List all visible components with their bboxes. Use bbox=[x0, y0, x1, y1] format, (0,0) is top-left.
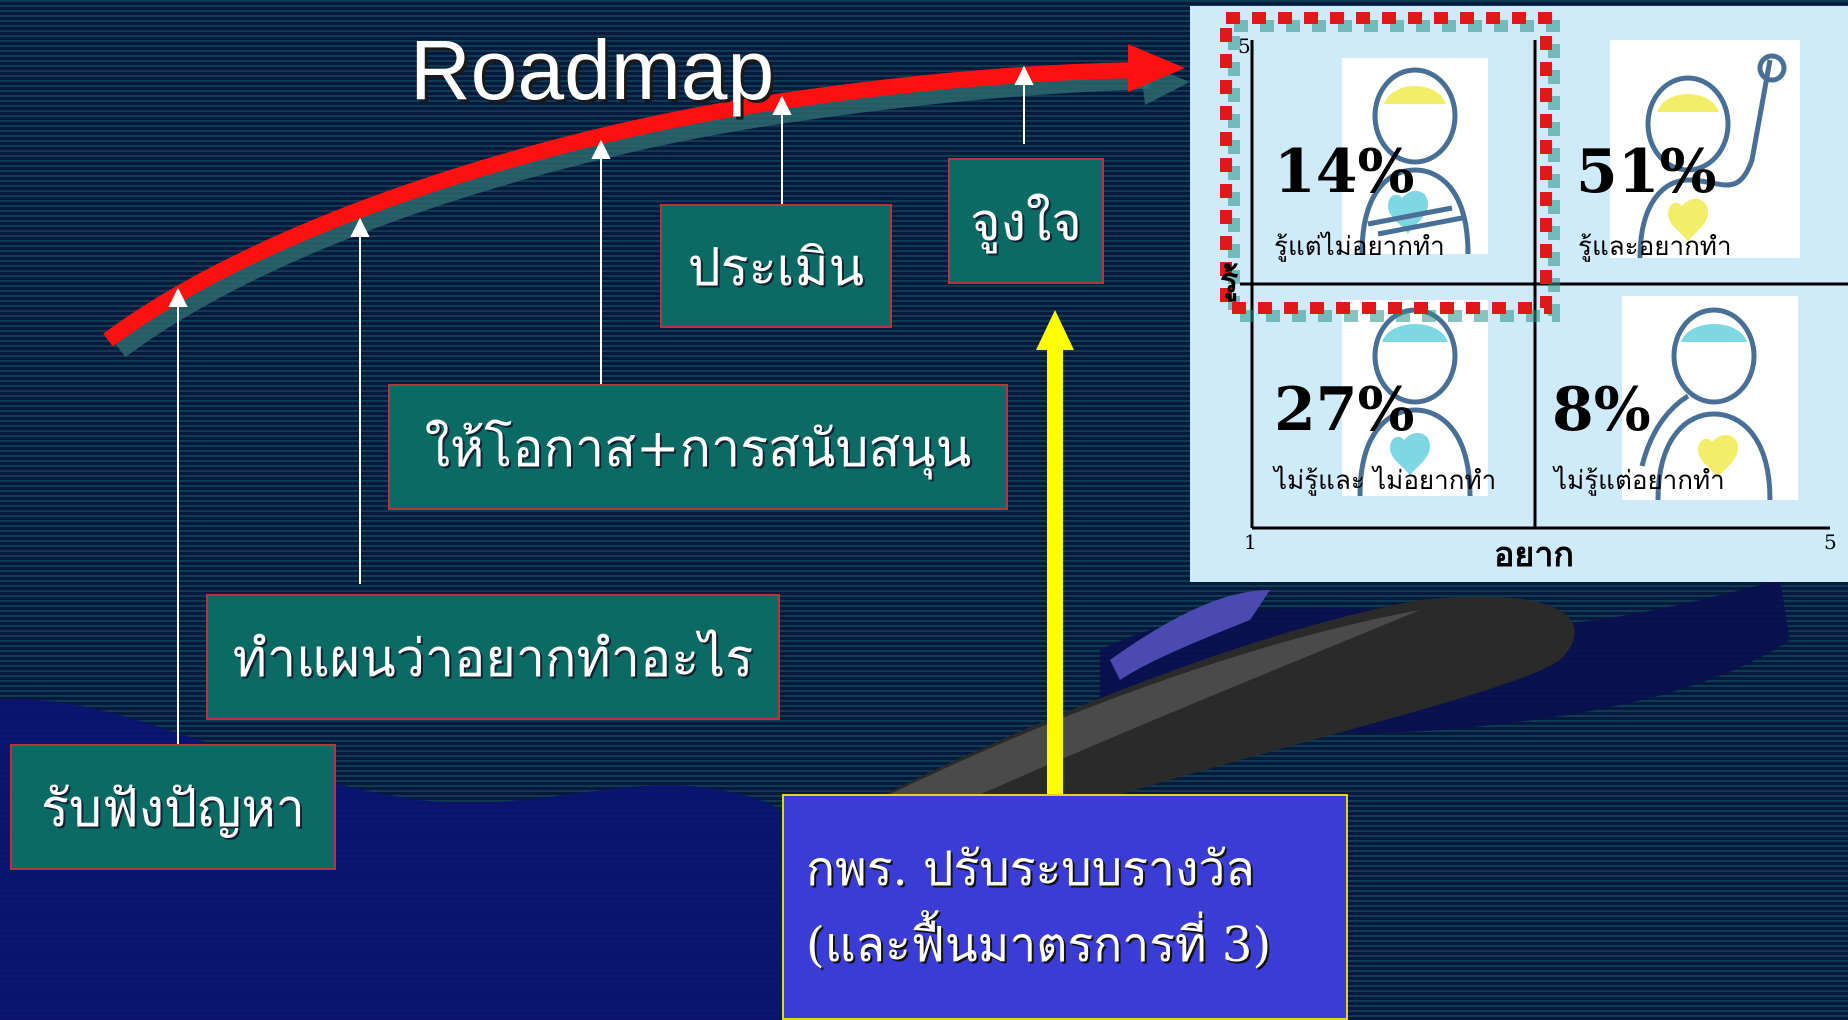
roadmap-arrow-head bbox=[1128, 44, 1185, 92]
quadrant-label-q2: รู้และอยากทำ bbox=[1578, 232, 1732, 262]
quadrant-label-q3: ไม่รู้และ ไม่อยากทำ bbox=[1274, 466, 1497, 496]
roadmap-arrow-shadow bbox=[114, 71, 1151, 358]
x-axis-min: 1 bbox=[1244, 530, 1257, 554]
slide-title: Roadmap bbox=[410, 23, 775, 117]
step-support: ให้โอกาส+การสนับสนุน bbox=[388, 384, 1008, 510]
pen-highlight bbox=[820, 610, 1420, 840]
y-axis-label: รู้ bbox=[1220, 261, 1239, 301]
person-figure-q3 bbox=[1342, 300, 1488, 497]
x-axis-label: อยาก bbox=[1494, 535, 1575, 575]
step-evaluate: ประเมิน bbox=[660, 204, 892, 328]
y-axis-max: 5 bbox=[1238, 34, 1251, 58]
person-figure-q4 bbox=[1622, 296, 1798, 501]
step-label: ประเมิน bbox=[687, 237, 865, 298]
step-label: จูงใจ bbox=[970, 192, 1082, 253]
quadrant-percent-q3: 27% bbox=[1274, 375, 1415, 445]
quadrant-label-q1: รู้แต่ไม่อยากทำ bbox=[1274, 232, 1445, 262]
person-figure-q1 bbox=[1342, 58, 1488, 255]
callout-line-1: กพร. ปรับระบบรางวัล bbox=[806, 841, 1255, 897]
step-plan: ทำแผนว่าอยากทำอะไร bbox=[206, 594, 780, 720]
step-label: ทำแผนว่าอยากทำอะไร bbox=[232, 628, 754, 689]
matrix-axes bbox=[1220, 12, 1848, 530]
yellow-up-arrow-shaft bbox=[1047, 340, 1063, 796]
step-motivate: จูงใจ bbox=[948, 158, 1104, 284]
step-label: ให้โอกาส+การสนับสนุน bbox=[424, 418, 972, 479]
x-axis-max: 5 bbox=[1824, 530, 1837, 554]
person-figure-q2 bbox=[1610, 40, 1800, 259]
quadrant-percent-q2: 51% bbox=[1576, 137, 1717, 207]
reward-callout: กพร. ปรับระบบรางวัล (และฟื้นมาตรการที่ 3… bbox=[782, 794, 1348, 1020]
quadrant-percent-q1: 14% bbox=[1274, 137, 1415, 207]
roadmap-arrow bbox=[103, 62, 1141, 347]
callout-line-2: (และฟื้นมาตรการที่ 3) bbox=[806, 917, 1272, 973]
person-icon bbox=[1359, 67, 1471, 255]
step-listen: รับฟังปัญหา bbox=[10, 744, 336, 870]
quadrant-percent-q4: 8% bbox=[1552, 375, 1651, 445]
know-want-matrix: 5 1 5 รู้ อยาก 14% รู้แต่ไม่อยากทำ 51% ร… bbox=[1190, 6, 1848, 582]
person-icon bbox=[1357, 307, 1473, 497]
quadrant-label-q4: ไม่รู้แต่อยากทำ bbox=[1554, 466, 1725, 496]
yellow-up-arrow-head bbox=[1036, 310, 1074, 350]
person-icon bbox=[1639, 307, 1773, 501]
pen-cap bbox=[1110, 590, 1270, 680]
step-label: รับฟังปัญหา bbox=[41, 778, 305, 839]
connector-lines bbox=[168, 65, 1034, 746]
person-icon bbox=[1637, 53, 1787, 259]
